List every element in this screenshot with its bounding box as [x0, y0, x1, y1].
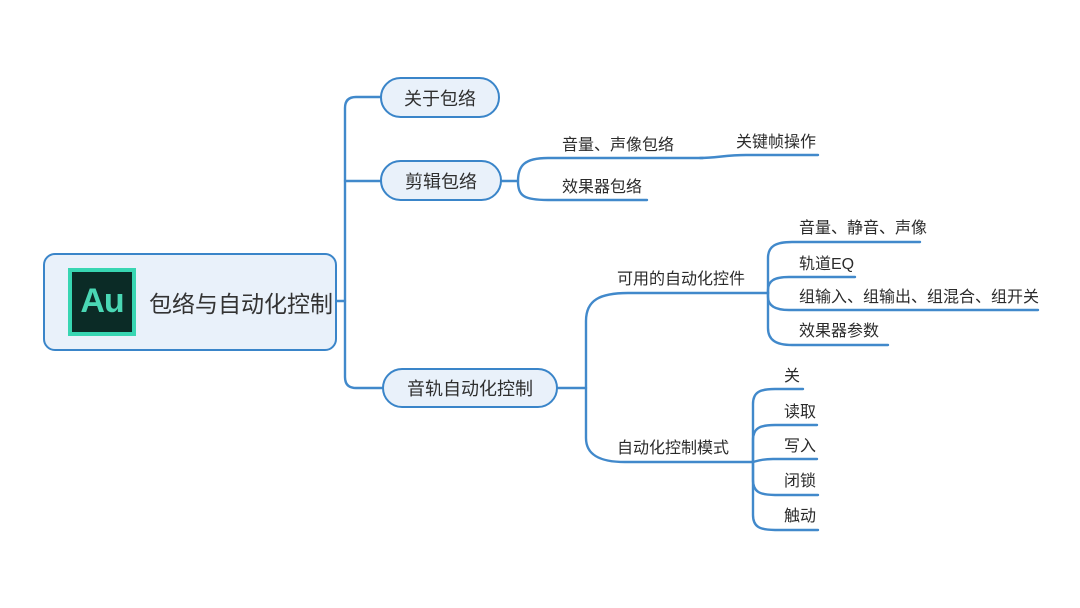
topic-about-envelopes-label: 关于包络 — [404, 88, 476, 109]
subtopic-available-automation-controls[interactable]: 可用的自动化控件 — [617, 271, 746, 288]
subtopic-mode-read[interactable]: 读取 — [784, 404, 817, 421]
subtopic-automation-control-modes[interactable]: 自动化控制模式 — [617, 440, 730, 457]
topic-about-envelopes[interactable]: 关于包络 — [380, 77, 500, 118]
subtopic-mode-write[interactable]: 写入 — [784, 438, 817, 455]
root-topic-label: 包络与自动化控制 — [149, 291, 333, 317]
subtopic-track-eq[interactable]: 轨道EQ — [799, 256, 855, 273]
subtopic-effects-envelope[interactable]: 效果器包络 — [562, 179, 643, 196]
topic-track-automation[interactable]: 音轨自动化控制 — [382, 368, 558, 408]
subtopic-volume-mute-pan[interactable]: 音量、静音、声像 — [799, 220, 928, 237]
adobe-audition-logo-icon: Au — [68, 268, 136, 336]
subtopic-mode-latch[interactable]: 闭锁 — [784, 473, 817, 490]
topic-clip-envelopes[interactable]: 剪辑包络 — [380, 160, 502, 201]
topic-track-automation-label: 音轨自动化控制 — [407, 379, 533, 399]
subtopic-group-io-mix-switch[interactable]: 组输入、组输出、组混合、组开关 — [799, 289, 1040, 306]
subtopic-mode-off[interactable]: 关 — [784, 368, 801, 385]
subtopic-volume-pan-envelope[interactable]: 音量、声像包络 — [562, 137, 675, 154]
root-topic[interactable]: Au 包络与自动化控制 — [43, 253, 337, 351]
subtopic-keyframe-operations[interactable]: 关键帧操作 — [736, 134, 817, 151]
au-logo-text: Au — [80, 282, 124, 320]
subtopic-mode-touch[interactable]: 触动 — [784, 508, 817, 525]
topic-clip-envelopes-label: 剪辑包络 — [405, 171, 477, 192]
subtopic-effects-parameters[interactable]: 效果器参数 — [799, 323, 880, 340]
